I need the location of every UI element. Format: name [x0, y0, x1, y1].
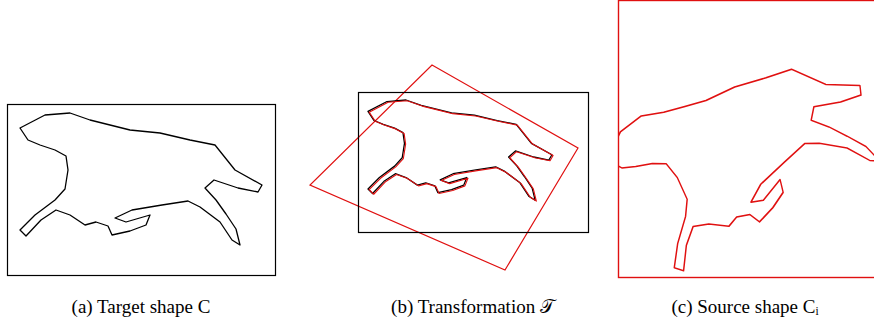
aligned-horse [369, 101, 553, 201]
source-horse [618, 9, 874, 278]
target-horse [368, 100, 552, 200]
panel-caption: (c) Source shape Cᵢ [671, 297, 818, 318]
bounding-box [359, 93, 589, 233]
panel-caption: (b) Transformation 𝒯 [391, 297, 555, 318]
target-horse [20, 113, 262, 245]
bounding-box [8, 105, 276, 276]
source-box [619, 1, 874, 278]
transformed-box [310, 65, 578, 270]
panel-caption: (a) Target shape C [72, 297, 211, 318]
